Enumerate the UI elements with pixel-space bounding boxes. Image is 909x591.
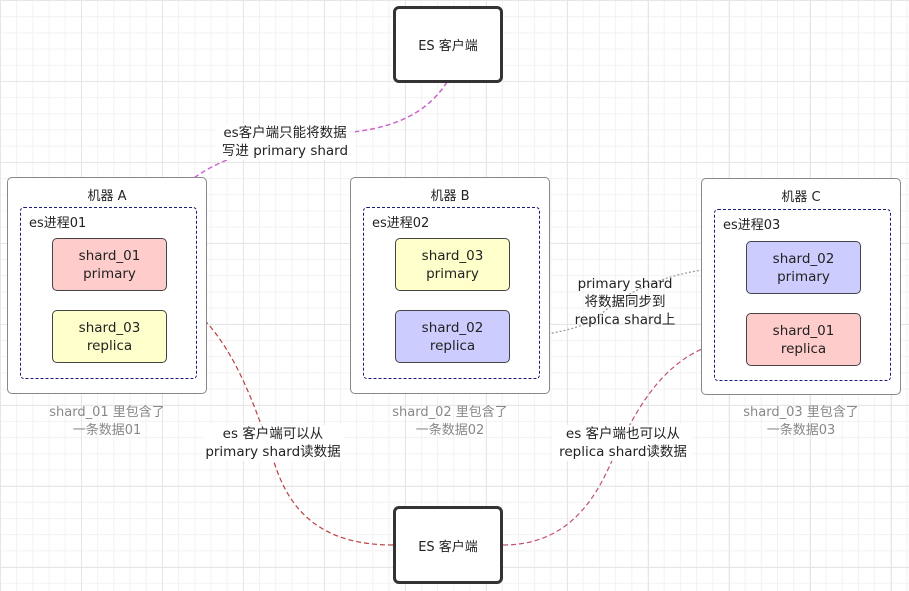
shard-01-primary[interactable]: shard_01 primary (52, 238, 167, 291)
machine-b[interactable]: 机器 B es进程02 shard_03 primary shard_02 re… (350, 177, 550, 394)
shard-name: shard_03 (78, 319, 141, 336)
shard-name: shard_02 (421, 319, 484, 336)
shard-02-primary[interactable]: shard_02 primary (746, 241, 861, 294)
machine-a[interactable]: 机器 A es进程01 shard_01 primary shard_03 re… (7, 177, 207, 394)
shard-01-replica[interactable]: shard_01 replica (746, 313, 861, 366)
write-edge-label: es客户端只能将数据 写进 primary shard (215, 124, 355, 160)
process-01-title: es进程01 (29, 216, 87, 231)
label-line: es客户端只能将数据 (223, 125, 347, 141)
shard-role: primary (426, 265, 479, 282)
note-line: shard_03 里包含了 (743, 405, 859, 420)
shard-role: replica (86, 337, 133, 354)
process-02[interactable]: es进程02 shard_03 primary shard_02 replica (363, 207, 540, 379)
label-line: es 客户端可以从 (222, 426, 324, 442)
shard-name: shard_02 (772, 250, 835, 267)
es-client-bottom[interactable]: ES 客户端 (393, 506, 503, 584)
shard-role: primary (83, 265, 136, 282)
label-line: es 客户端也可以从 (565, 426, 681, 442)
es-client-bottom-label: ES 客户端 (418, 539, 478, 555)
process-01[interactable]: es进程01 shard_01 primary shard_03 replica (20, 207, 197, 379)
shard-role: replica (429, 337, 476, 354)
label-line: 将数据同步到 (584, 294, 666, 310)
machine-c-title: 机器 C (781, 190, 821, 205)
machine-b-note: shard_02 里包含了 一条数据02 (350, 404, 550, 440)
read-primary-edge-label: es 客户端可以从 primary shard读数据 (203, 425, 343, 461)
process-02-title: es进程02 (372, 216, 430, 231)
note-line: shard_01 里包含了 (49, 405, 165, 420)
machine-b-title: 机器 B (430, 189, 470, 204)
shard-02-replica[interactable]: shard_02 replica (395, 310, 510, 363)
machine-a-title: 机器 A (87, 189, 127, 204)
label-line: 写进 primary shard (221, 143, 349, 159)
read-replica-edge-label: es 客户端也可以从 replica shard读数据 (553, 425, 693, 461)
shard-role: replica (780, 340, 827, 357)
label-line: primary shard读数据 (205, 444, 341, 460)
process-03[interactable]: es进程03 shard_02 primary shard_01 replica (714, 209, 891, 381)
label-line: primary shard (577, 276, 673, 292)
machine-c-note: shard_03 里包含了 一条数据03 (701, 404, 901, 440)
shard-name: shard_01 (78, 247, 141, 264)
note-line: 一条数据03 (766, 423, 836, 438)
note-line: 一条数据01 (72, 423, 142, 438)
machine-a-note: shard_01 里包含了 一条数据01 (7, 404, 207, 440)
es-client-top-label: ES 客户端 (418, 39, 478, 54)
shard-role: primary (777, 268, 830, 285)
shard-name: shard_01 (772, 322, 835, 339)
label-line: replica shard读数据 (559, 444, 687, 460)
label-line: replica shard上 (574, 312, 676, 328)
sync-edge-label: primary shard 将数据同步到 replica shard上 (570, 275, 680, 329)
note-line: shard_02 里包含了 (392, 405, 508, 420)
machine-c[interactable]: 机器 C es进程03 shard_02 primary shard_01 re… (701, 178, 901, 395)
process-03-title: es进程03 (723, 218, 781, 233)
shard-03-replica[interactable]: shard_03 replica (52, 310, 167, 363)
note-line: 一条数据02 (415, 423, 485, 438)
shard-name: shard_03 (421, 247, 484, 264)
es-client-top[interactable]: ES 客户端 (393, 6, 503, 83)
shard-03-primary[interactable]: shard_03 primary (395, 238, 510, 291)
